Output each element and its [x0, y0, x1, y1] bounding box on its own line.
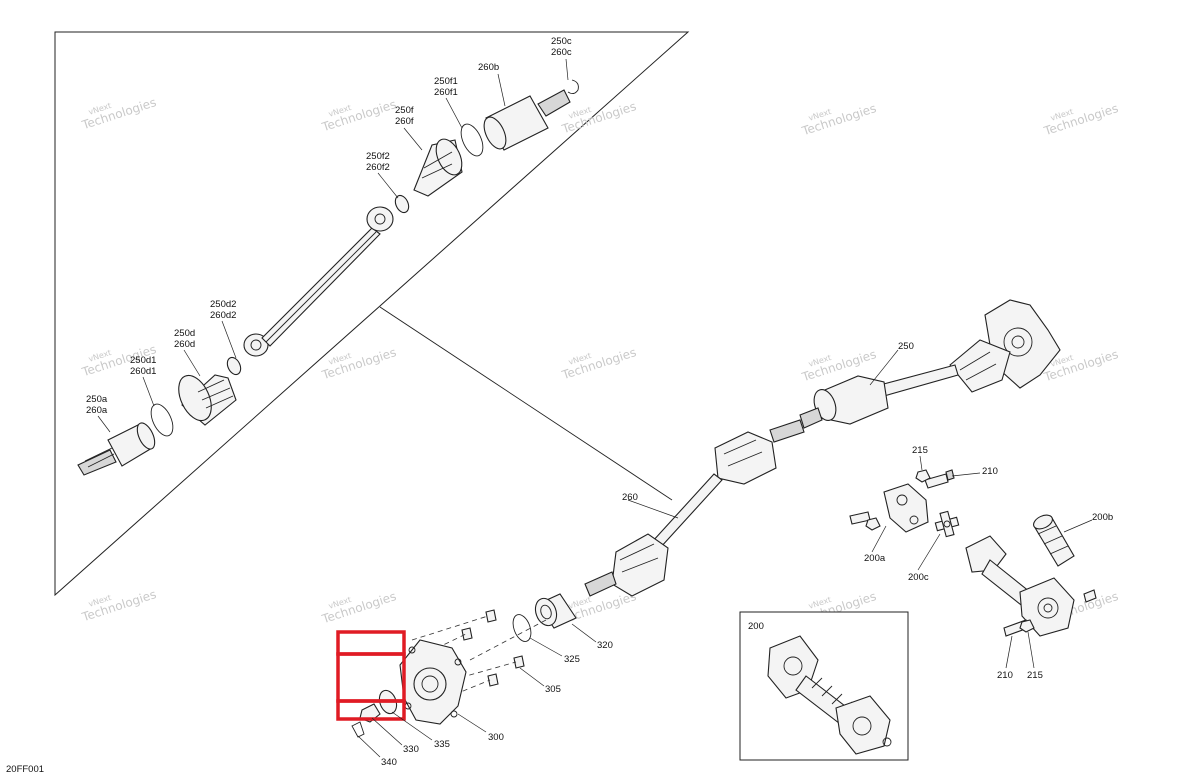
callout-260b: 260b: [478, 62, 499, 73]
outer-boot-part: [178, 374, 237, 426]
callout-250: 250: [898, 341, 914, 352]
callout-330: 330: [403, 744, 419, 755]
inset-box-200: 200: [739, 611, 909, 761]
cv-joint-part: [243, 333, 269, 357]
watermark: vNext Technologies: [79, 95, 158, 132]
highlight-box-top: [336, 630, 406, 656]
inner-clamp-ring-part: [460, 123, 484, 157]
wheel-hub-300: [399, 639, 467, 725]
watermark: vNext Technologies: [319, 97, 398, 134]
retaining-ring-325: [512, 614, 532, 642]
callout-340: 340: [381, 757, 397, 768]
small-clamp-part: [226, 356, 242, 376]
cotter-pin-340: [351, 721, 365, 738]
callout-260f2: 260f2: [366, 162, 390, 173]
callout-250f1: 250f1: [434, 76, 458, 87]
front-drive-shaft-250: [799, 299, 1061, 429]
callout-200c: 200c: [908, 572, 929, 583]
callout-215-lower: 215: [1027, 670, 1043, 681]
tripod-part: [366, 206, 394, 232]
watermark: vNext Technologies: [559, 99, 638, 136]
callout-260: 260: [622, 492, 638, 503]
callout-305: 305: [545, 684, 561, 695]
figure-code: 20FF001: [6, 764, 44, 775]
callout-200b: 200b: [1092, 512, 1113, 523]
callout-215-upper: 215: [912, 445, 928, 456]
detail-panel-frame: [54, 31, 690, 597]
watermark: vNext Technologies: [319, 345, 398, 382]
outer-stub-shaft-part: [77, 422, 156, 476]
highlight-box-middle: [336, 652, 406, 703]
callout-260d2: 260d2: [210, 310, 236, 321]
watermark: vNext Technologies: [559, 345, 638, 382]
callout-250a: 250a: [86, 394, 108, 405]
callout-260f: 260f: [395, 116, 414, 127]
watermark: vNext Technologies: [79, 587, 158, 624]
callout-250d: 250d: [174, 328, 195, 339]
highlight-boxes: [336, 630, 406, 721]
clamp-ring-part: [150, 403, 174, 437]
callout-labels: 250c 260c 260b 250f1 260f1 250f 260f 250…: [86, 36, 1113, 768]
circlip-part: [567, 79, 579, 95]
callout-260c: 260c: [551, 47, 572, 58]
inset-label: 200: [748, 621, 764, 632]
callout-250f: 250f: [395, 105, 414, 116]
inner-boot-part: [413, 138, 463, 197]
highlight-box-bottom: [336, 699, 406, 721]
callout-250f2: 250f2: [366, 151, 390, 162]
shaft-boot-200b: [1033, 514, 1075, 567]
universal-joint-cross-200c: [934, 510, 960, 538]
assembled-axle: [351, 299, 1061, 738]
callout-210-upper: 210: [982, 466, 998, 477]
inner-housing-part: [483, 89, 571, 151]
callout-300: 300: [488, 732, 504, 743]
watermark: vNext Technologies: [1041, 101, 1120, 138]
watermark: vNext Technologies: [319, 589, 398, 626]
callout-335: 335: [434, 739, 450, 750]
leader-lines: [97, 58, 1093, 758]
rear-drive-shaft-260: [584, 419, 805, 597]
callout-325: 325: [564, 654, 580, 665]
exploded-axle: [77, 79, 579, 476]
callout-260d1: 260d1: [130, 366, 156, 377]
callout-320: 320: [597, 640, 613, 651]
callout-250d1: 250d1: [130, 355, 156, 366]
callout-210-lower: 210: [997, 670, 1013, 681]
callout-260f1: 260f1: [434, 87, 458, 98]
callout-250d2: 250d2: [210, 299, 236, 310]
inner-small-clamp-part: [394, 194, 410, 214]
callout-250c: 250c: [551, 36, 572, 47]
propeller-shaft-parts: [849, 469, 1097, 637]
callout-200a: 200a: [864, 553, 886, 564]
callout-260d: 260d: [174, 339, 195, 350]
callout-260a: 260a: [86, 405, 108, 416]
watermark: vNext Technologies: [799, 101, 878, 138]
steering-shaft-assembly: [767, 635, 892, 755]
propeller-shaft-assembly: [965, 535, 1075, 637]
wheel-bearing-320: [534, 593, 577, 629]
detail-leader-line: [379, 306, 673, 501]
